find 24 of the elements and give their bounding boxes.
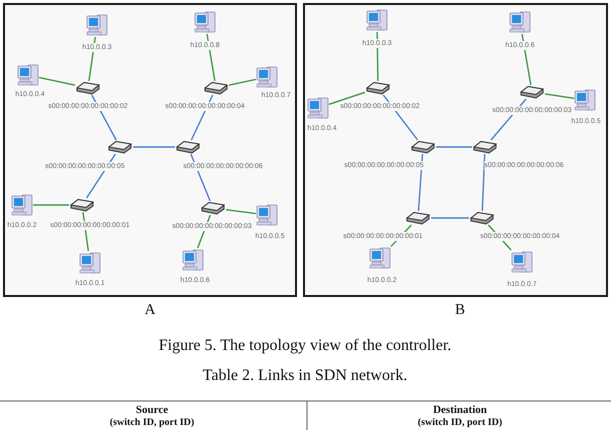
- link-line: [482, 154, 486, 212]
- link-line: [436, 146, 472, 148]
- link-line: [33, 204, 69, 206]
- column-header: Source: [136, 404, 168, 416]
- link-line: [328, 92, 366, 105]
- link-line: [38, 76, 76, 86]
- link-line: [431, 217, 469, 219]
- link-line: [196, 214, 211, 248]
- panel-label: A: [144, 302, 156, 319]
- link-line: [544, 93, 574, 100]
- link-line: [418, 154, 424, 212]
- link-line: [133, 146, 175, 148]
- link-line: [91, 94, 117, 140]
- link-line: [226, 209, 256, 214]
- link-line: [488, 224, 512, 250]
- column-header: (switch ID, port ID): [418, 417, 502, 429]
- column-header: (switch ID, port ID): [110, 417, 194, 429]
- figure-caption: Figure 5. The topology view of the controller.: [158, 337, 452, 355]
- link-line: [228, 78, 256, 86]
- link-line: [82, 212, 90, 252]
- table-caption: Table 2. Links in SDN network.: [202, 370, 408, 382]
- link-line: [390, 224, 412, 247]
- panel-label: B: [455, 302, 465, 319]
- column-header: Destination: [433, 404, 487, 416]
